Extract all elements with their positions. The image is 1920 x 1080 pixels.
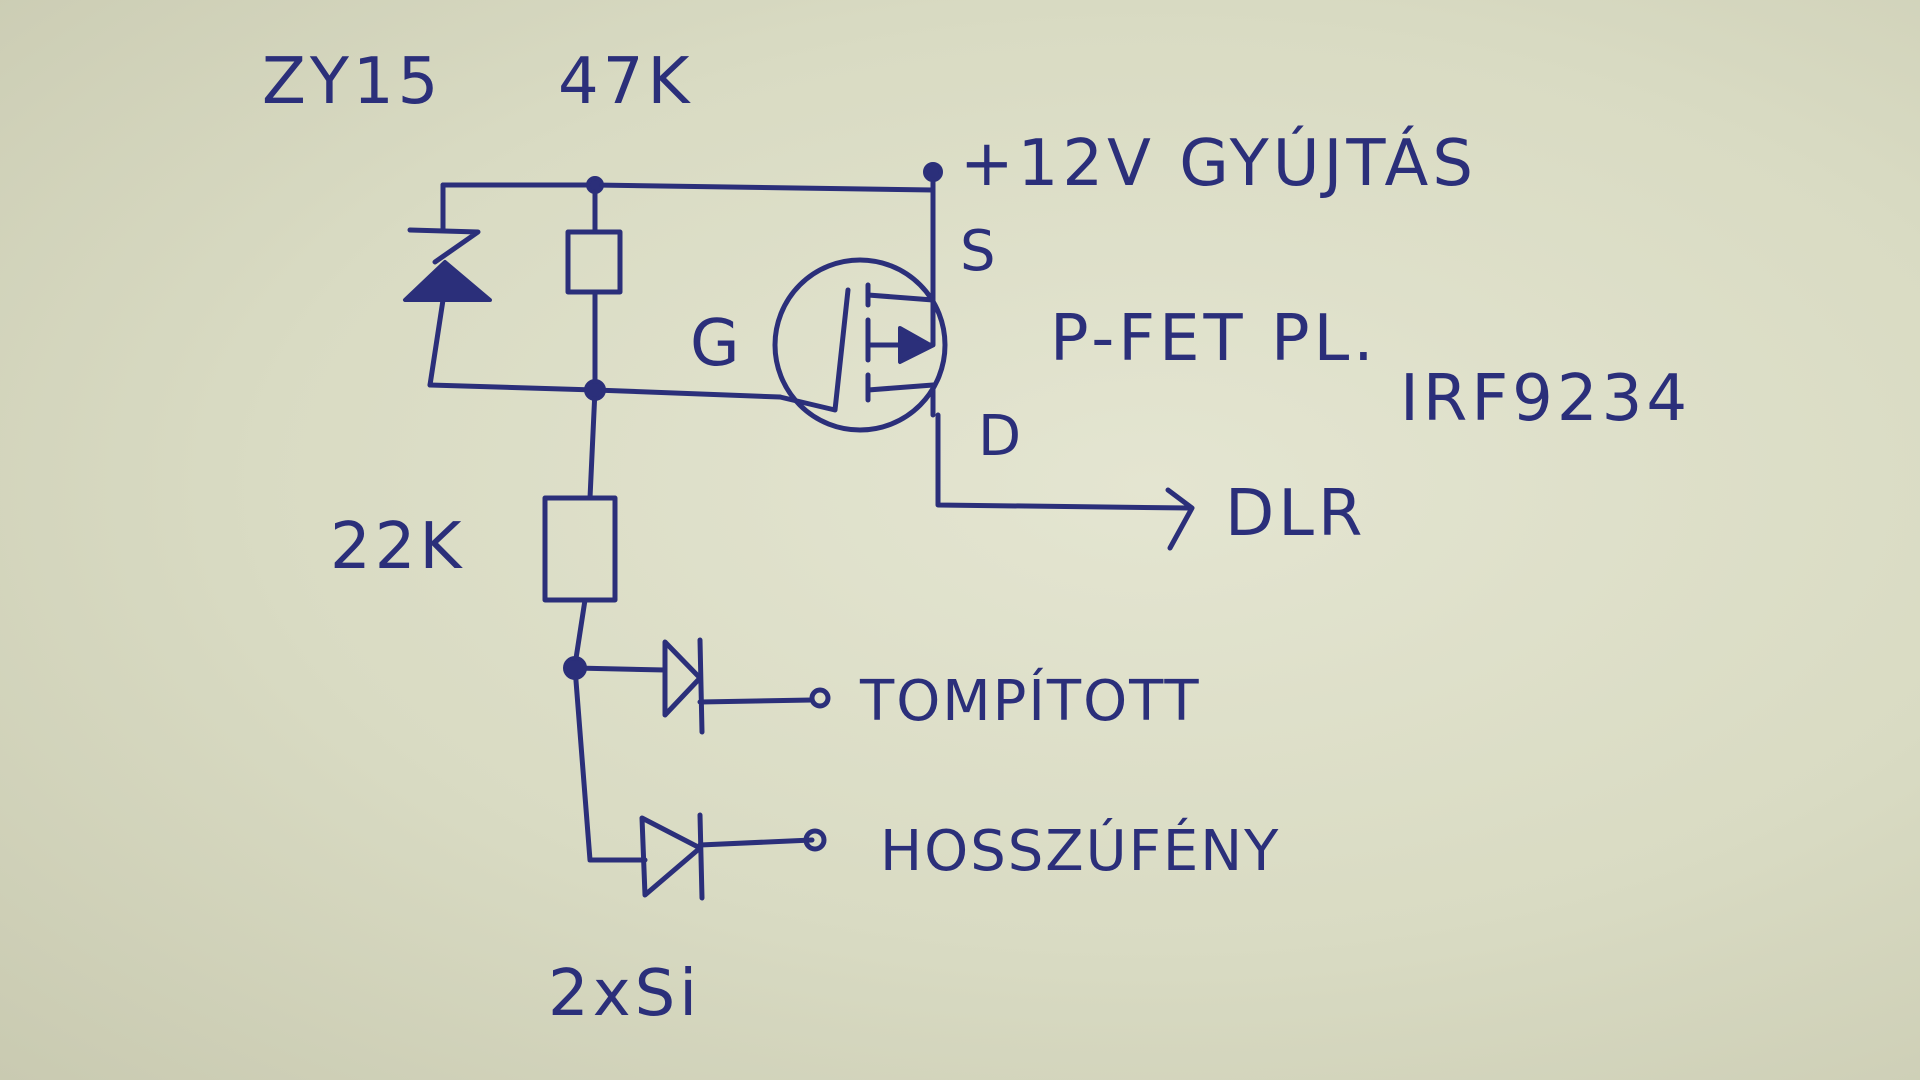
label-supply: +12V GYÚJTÁS xyxy=(960,125,1477,201)
wire-node-to-r22 xyxy=(587,387,598,501)
wire-branch-diode1 xyxy=(572,665,668,673)
wire-zener-bottom xyxy=(427,297,446,388)
junction-gate-node xyxy=(584,379,606,401)
label-input-2: HOSSZÚFÉNY xyxy=(880,819,1280,884)
wire-diode2-terminal xyxy=(697,837,815,848)
label-zener: ZY15 xyxy=(262,45,442,119)
label-source: S xyxy=(960,219,998,284)
label-r-bottom: 22K xyxy=(330,510,465,584)
diode-2 xyxy=(639,812,705,901)
label-fet-type: P-FET PL. xyxy=(1050,302,1378,376)
label-input-1: TOMPÍTOTT xyxy=(859,668,1201,734)
p-fet-transistor xyxy=(772,257,948,433)
label-fet-part: IRF9234 xyxy=(1400,362,1691,436)
supply-terminal xyxy=(923,162,943,182)
wire-branch-diode2 xyxy=(572,665,648,863)
terminal-input-2 xyxy=(803,828,827,852)
label-diodes: 2xSi xyxy=(548,957,701,1031)
label-output: DLR xyxy=(1225,477,1366,551)
wire-top-rail xyxy=(440,182,936,193)
diode-1 xyxy=(662,637,705,735)
wire-r22-bottom xyxy=(572,597,588,668)
wire-drain-output xyxy=(935,412,1193,511)
resistor-47k xyxy=(565,229,623,295)
resistor-22k xyxy=(542,495,618,603)
junction-top xyxy=(586,176,604,194)
junction-diode-node xyxy=(563,656,587,680)
wire-diode1-terminal xyxy=(697,697,815,705)
label-r-top: 47K xyxy=(558,45,693,119)
zener-diode xyxy=(403,227,492,302)
label-drain: D xyxy=(978,404,1023,469)
label-gate: G xyxy=(690,307,744,381)
output-arrow-head xyxy=(1165,487,1195,551)
terminal-input-1 xyxy=(809,687,831,709)
